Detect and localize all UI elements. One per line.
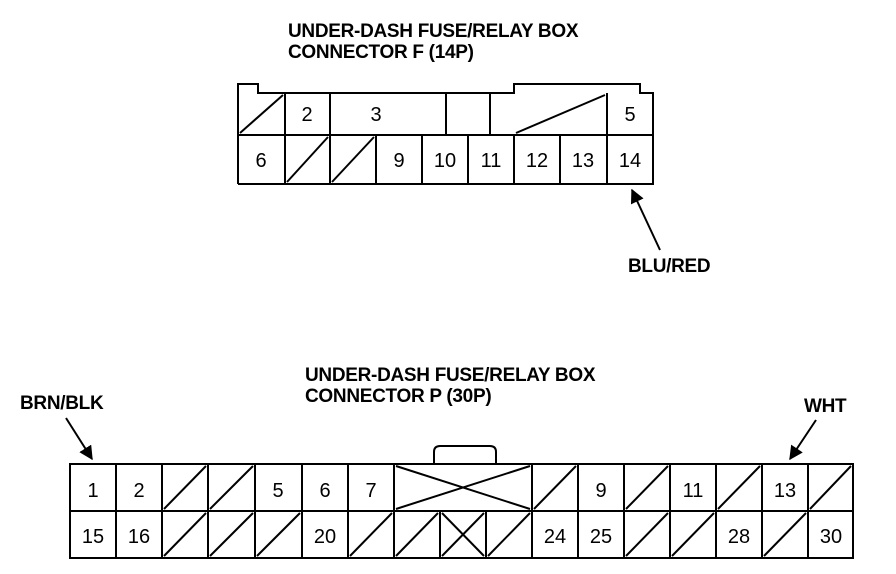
connector-p-pin-1: 1 xyxy=(87,480,98,502)
connector-p-blank-cavity xyxy=(209,465,254,510)
connector-p-blank-cavity xyxy=(163,512,207,557)
connector-f-pin-5: 5 xyxy=(624,104,635,126)
connector-p-pin-20: 20 xyxy=(314,526,336,548)
connector-p-blank-cavity xyxy=(671,512,715,557)
connector-p-blank-cavity xyxy=(809,465,852,510)
connector-p-pin-6: 6 xyxy=(319,480,330,502)
connector-p-blank-cavity xyxy=(625,512,669,557)
connector-p-blank-cavity xyxy=(209,512,254,557)
connector-p-blank-cavity xyxy=(349,512,393,557)
connector-p-wire-right-label: WHT xyxy=(804,396,847,417)
connector-f-blank-cavity xyxy=(286,136,329,183)
connector-p-pin-25: 25 xyxy=(590,526,612,548)
connector-p-pin-13: 13 xyxy=(774,480,796,502)
connector-p-blank-cavity xyxy=(717,465,761,510)
connector-p-pin-numbers: 1 2 5 6 7 9 11 13 15 16 20 24 25 28 30 xyxy=(82,480,842,548)
connector-f-blank-cavity xyxy=(331,136,375,183)
connector-p-wire-left-arrow xyxy=(65,417,93,461)
connector-f-title-line2: CONNECTOR F (14P) xyxy=(288,42,474,63)
connector-p-blank-cavity xyxy=(441,512,485,557)
connector-f-wire-arrow xyxy=(630,188,661,251)
connector-f-blank-cavity xyxy=(515,94,606,134)
connector-p-blank-cavity xyxy=(163,465,207,510)
connector-p-pin-30: 30 xyxy=(820,526,842,548)
connector-p-pin-16: 16 xyxy=(128,526,150,548)
connector-p xyxy=(69,445,854,559)
connector-p-pin-28: 28 xyxy=(728,526,750,548)
connector-p-blank-cavity xyxy=(625,465,669,510)
connector-f-pin-11: 11 xyxy=(481,150,502,172)
connector-p-blank-cavity xyxy=(256,512,301,557)
connector-p-blank-cavity xyxy=(487,512,531,557)
connector-p-blank-cavity xyxy=(763,512,807,557)
connector-p-title-line1: UNDER-DASH FUSE/RELAY BOX xyxy=(305,365,596,386)
connector-f-pin-numbers: 2 3 5 6 9 10 11 12 13 14 xyxy=(255,104,641,172)
connector-p-wire-right-arrow xyxy=(789,419,817,461)
connector-p-blank-cavity xyxy=(395,512,439,557)
connector-f-pin-2: 2 xyxy=(301,104,312,126)
connector-f-outline xyxy=(237,83,447,184)
connector-p-pin-9: 9 xyxy=(595,480,606,502)
connector-p-pin-24: 24 xyxy=(544,526,566,548)
connector-p-pin-15: 15 xyxy=(82,526,104,548)
connector-p-pin-2: 2 xyxy=(133,480,144,502)
connector-f-blank-cavity xyxy=(239,94,284,134)
connector-f-pin-13: 13 xyxy=(572,150,594,172)
connector-p-wire-left-label: BRN/BLK xyxy=(20,393,104,414)
connector-p-lock-tab xyxy=(433,445,497,464)
connector-f-title-line1: UNDER-DASH FUSE/RELAY BOX xyxy=(288,21,579,42)
connector-p-pin-7: 7 xyxy=(365,480,376,502)
connector-p-blank-cavity xyxy=(533,465,577,510)
connector-f-pin-14: 14 xyxy=(619,150,641,172)
connector-f-pin-6: 6 xyxy=(255,150,266,172)
connector-p-title-line2: CONNECTOR P (30P) xyxy=(305,386,492,407)
connector-p-blank-cavity xyxy=(395,465,531,510)
connector-f-pin-12: 12 xyxy=(526,150,548,172)
connector-f xyxy=(237,83,654,185)
connector-f-pin-10: 10 xyxy=(434,150,456,172)
connector-p-pin-5: 5 xyxy=(272,480,283,502)
connector-f-pin-3: 3 xyxy=(370,104,381,126)
connector-p-pin-11: 11 xyxy=(683,480,704,502)
connector-f-wire-label: BLU/RED xyxy=(628,256,711,277)
connector-f-pin-9: 9 xyxy=(393,150,404,172)
